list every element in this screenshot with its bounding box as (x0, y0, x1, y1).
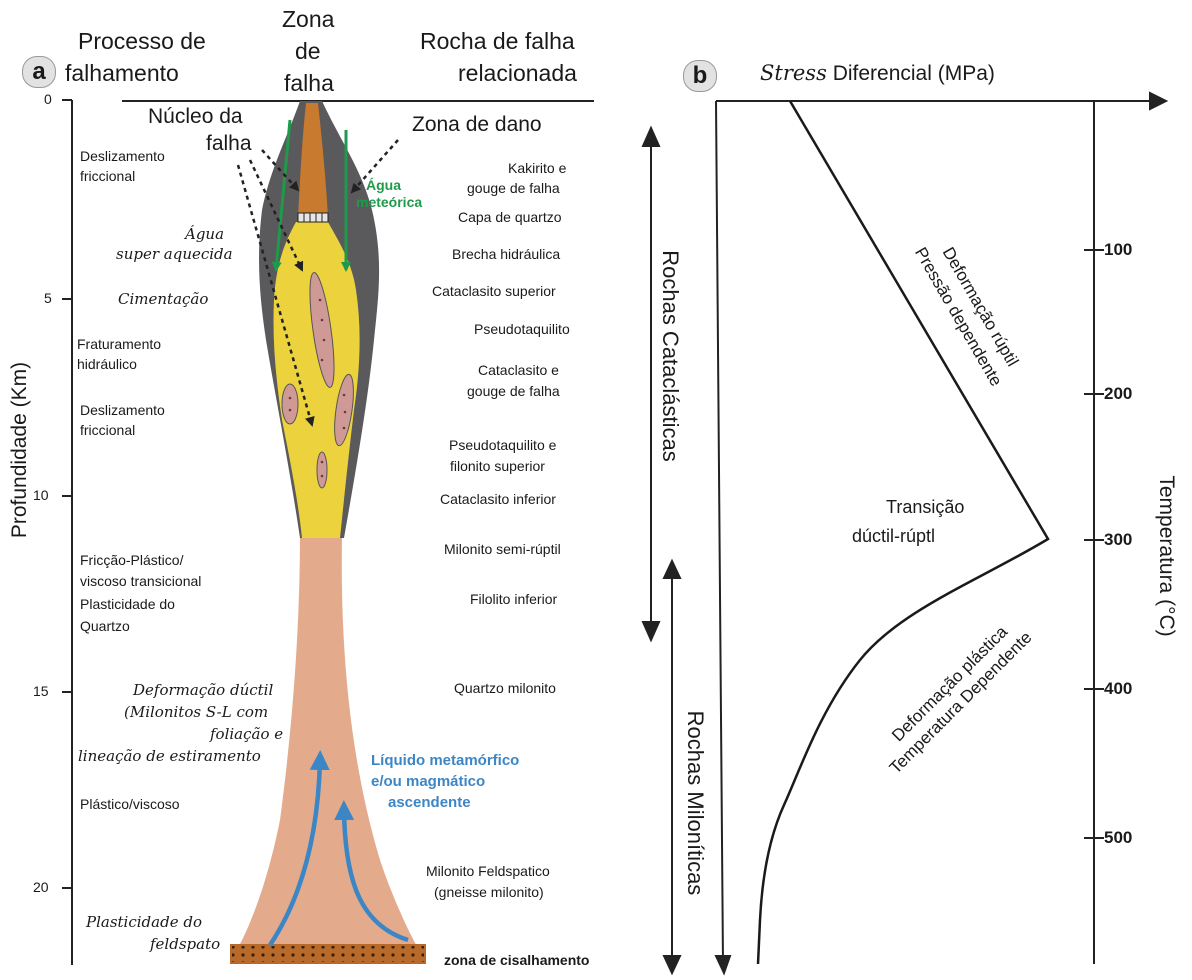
rock-cataclasite-gouge-line1: Cataclasito e (478, 362, 559, 379)
stress-axis-title: Stress Diferencial (MPa) (760, 61, 995, 86)
header-zone-line3: falha (284, 70, 334, 96)
rock-kakirite-line2: gouge de falha (467, 180, 560, 197)
process-plastic-viscous: Plástico/viscoso (80, 796, 180, 813)
panel-a-badge: a (22, 56, 56, 88)
header-process-line2: falhamento (65, 60, 179, 86)
quartz-cap-mark (298, 213, 328, 222)
mylonitic-rocks-label: Rochas Miloníticas (682, 673, 708, 933)
rock-upper-cataclasite: Cataclasito superior (432, 283, 556, 300)
shear-zone-label: zona de cisalhamento (444, 952, 589, 968)
header-zone-line1: Zona (282, 6, 334, 32)
header-rock-line2: relacionada (458, 60, 577, 86)
temp-tick-300: 300 (1104, 530, 1132, 550)
depth-axis (62, 100, 72, 965)
meteoric-water-line1: Água (366, 177, 401, 193)
depth-tick-0: 0 (44, 91, 52, 107)
rock-pseudo-phyllonite-line1: Pseudotaquilito e (449, 437, 556, 454)
process-transitional-line4: Quartzo (80, 618, 130, 635)
process-superheated-line1: Água (185, 225, 224, 243)
depth-tick-15: 15 (33, 683, 49, 699)
header-rock-line1: Rocha de falha (420, 28, 575, 54)
process-slip2-line2: friccional (80, 422, 135, 439)
rock-cataclasite-gouge-line2: gouge de falha (467, 383, 560, 400)
fluid-label-line1: Líquido metamórfico (371, 752, 519, 769)
temp-tick-400: 400 (1104, 679, 1132, 699)
rock-feldspathic-mylonite-line2: (gneisse milonito) (434, 884, 544, 901)
process-ductile-line2: (Milonitos S-L com (124, 703, 268, 721)
process-cementation: Cimentação (118, 290, 208, 308)
damage-zone-label: Zona de dano (412, 113, 542, 137)
fluid-label-line2: e/ou magmático (371, 773, 485, 790)
rock-pseudotachylite: Pseudotaquilito (474, 321, 570, 338)
cataclastic-rocks-label: Rochas Cataclásticas (657, 226, 683, 486)
panel-b-badge: b (683, 60, 717, 92)
fluid-label-line3: ascendente (388, 794, 471, 811)
depth-tick-5: 5 (44, 290, 52, 306)
rock-quartz-mylonite: Quartzo milonito (454, 680, 556, 697)
process-ductile-line3: foliação e (210, 725, 283, 743)
rock-hydraulic-breccia: Brecha hidráulica (452, 246, 560, 263)
temperature-axis (1084, 101, 1104, 964)
temp-tick-100: 100 (1104, 240, 1132, 260)
process-transitional-line3: Plasticidade do (80, 596, 175, 613)
meteoric-water-line2: meteórica (356, 194, 422, 210)
rock-semi-brittle-mylonite: Milonito semi-rúptil (444, 541, 561, 558)
core-label-line2: falha (206, 132, 252, 156)
rock-quartz-cap: Capa de quartzo (458, 209, 562, 226)
process-ductile-line1: Deformação dúctil (133, 681, 273, 699)
process-slip2-line1: Deslizamento (80, 402, 165, 419)
depth-axis-label: Profundidade (Km) (8, 360, 32, 540)
mylonitic-bracket (664, 561, 680, 973)
temp-tick-500: 500 (1104, 828, 1132, 848)
process-ductile-line4: lineação de estiramento (78, 747, 261, 765)
process-slip1-line1: Deslizamento (80, 148, 165, 165)
depth-tick-10: 10 (33, 487, 49, 503)
process-hydrofrac-line1: Fraturamento (77, 336, 161, 353)
rock-kakirite-line1: Kakirito e (508, 160, 566, 177)
process-feldspar-line2: feldspato (150, 935, 220, 953)
header-process-line1: Processo de (78, 28, 206, 54)
rock-lower-cataclasite: Cataclasito inferior (440, 491, 556, 508)
transition-label-line1: Transição (886, 497, 964, 518)
process-hydrofrac-line2: hidráulico (77, 356, 137, 373)
process-feldspar-line1: Plasticidade do (86, 913, 202, 931)
process-slip1-line2: friccional (80, 168, 135, 185)
rock-pseudo-phyllonite-line2: filonito superior (450, 458, 545, 475)
stress-title-italic: Stress (760, 61, 827, 85)
rock-lower-phyllite: Filolito inferior (470, 591, 557, 608)
process-superheated-line2: super aquecida (116, 245, 233, 263)
transition-label-line2: dúctil-rúptl (852, 526, 935, 547)
header-zone-line2: de (295, 38, 321, 64)
depth-tick-20: 20 (33, 879, 49, 895)
temperature-axis-label: Temperatura (°C) (1154, 466, 1178, 646)
rock-feldspathic-mylonite-line1: Milonito Feldspatico (426, 863, 550, 880)
temp-tick-200: 200 (1104, 384, 1132, 404)
stress-title-rest: Diferencial (MPa) (827, 62, 995, 85)
core-label-line1: Núcleo da (148, 105, 243, 129)
process-transitional-line1: Fricção-Plástico/ (80, 552, 183, 569)
process-transitional-line2: viscoso transicional (80, 573, 201, 590)
